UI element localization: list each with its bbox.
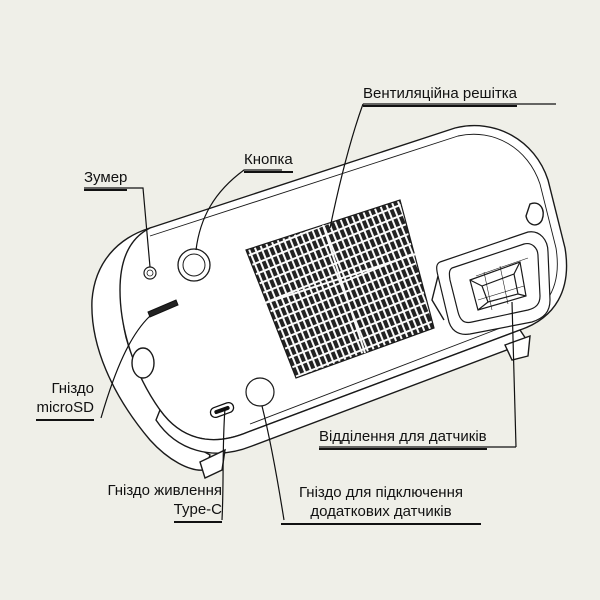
microsd-slot: [147, 299, 179, 318]
extra-sensor-port: [245, 377, 275, 407]
label-buzzer: Зумер: [84, 169, 128, 191]
leader-lines: [84, 103, 556, 521]
label-microsd-line1: Гніздо: [51, 380, 94, 397]
sensor-compartment: [431, 231, 551, 335]
label-extra-sensors-line2: додаткових датчиків: [281, 503, 481, 525]
power-button: [177, 248, 211, 282]
label-power-line2: Type-C: [173, 501, 222, 523]
label-button: Кнопка: [244, 151, 293, 173]
label-extra-sensors-line1: Гніздо для підключення: [299, 484, 463, 501]
label-ventilation-grille: Вентиляційна решітка: [363, 85, 518, 107]
ventilation-grille: [245, 199, 435, 379]
label-power-line1: Гніздо живлення: [107, 482, 222, 499]
buzzer-hole: [143, 266, 157, 280]
label-sensor-compartment: Відділення для датчиків: [319, 428, 487, 450]
label-microsd-line2: microSD: [36, 399, 94, 421]
